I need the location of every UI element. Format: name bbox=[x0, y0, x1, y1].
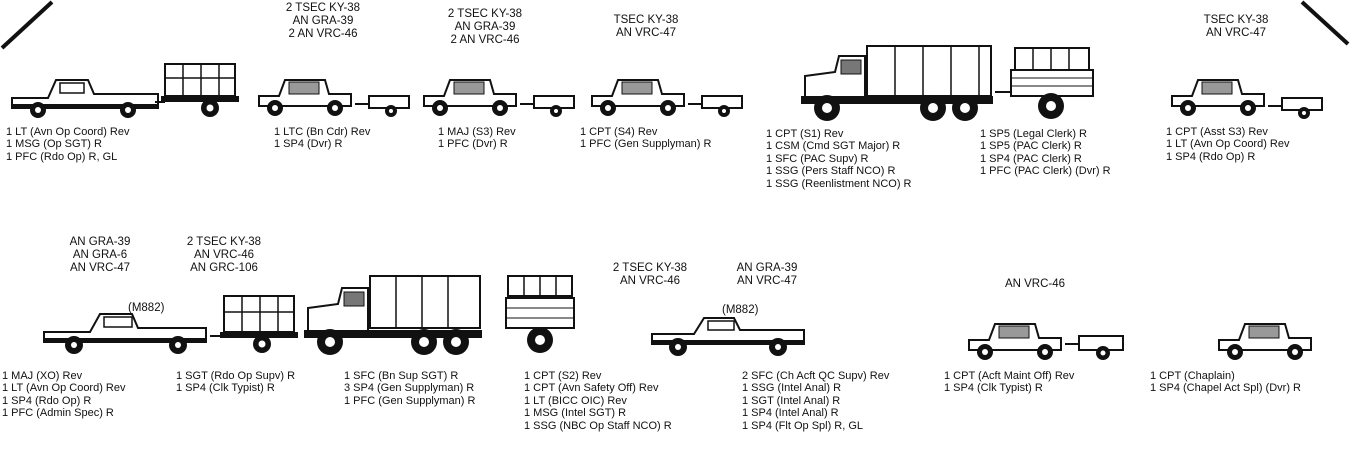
cargo-trailer-icon bbox=[995, 44, 1095, 124]
jeep-icon bbox=[1215, 316, 1315, 364]
pickup-truck-icon bbox=[648, 312, 808, 360]
roster-s1-officers: 1 CPT (S1) Rev 1 CSM (Cmd SGT Major) R 1… bbox=[766, 128, 911, 190]
small-trailer-icon bbox=[355, 90, 413, 120]
jeep-icon bbox=[588, 72, 688, 120]
cargo-trailer-icon bbox=[502, 272, 578, 362]
roster-s3: 1 MAJ (S3) Rev 1 PFC (Dvr) R bbox=[438, 126, 516, 151]
jeep-icon bbox=[965, 316, 1065, 364]
roster-hq-avn-op: 1 LT (Avn Op Coord) Rev 1 MSG (Op SGT) R… bbox=[6, 126, 130, 163]
cargo-truck-icon bbox=[300, 272, 485, 362]
radio-list-s2: 2 TSEC KY-38 AN VRC-46 bbox=[600, 262, 700, 288]
cargo-truck-icon bbox=[795, 42, 995, 127]
roster-bn-cdr: 1 LTC (Bn Cdr) Rev 1 SP4 (Dvr) R bbox=[274, 126, 370, 151]
radio-list-asst-s3: TSEC KY-38 AN VRC-47 bbox=[1186, 14, 1286, 40]
pickup-truck-icon bbox=[8, 68, 163, 120]
radio-list-s2-b: AN GRA-39 AN VRC-47 bbox=[722, 262, 812, 288]
small-trailer-icon bbox=[1268, 92, 1326, 122]
jeep-icon bbox=[1168, 72, 1268, 120]
small-trailer-icon bbox=[1065, 330, 1127, 362]
radio-list-xo: AN GRA-39 AN GRA-6 AN VRC-47 bbox=[60, 236, 140, 274]
jeep-icon bbox=[420, 72, 520, 120]
radio-list-acft-maint: AN VRC-46 bbox=[990, 278, 1080, 291]
small-trailer-icon bbox=[688, 90, 746, 120]
roster-s2-intel: 2 SFC (Ch Acft QC Supv) Rev 1 SSG (Intel… bbox=[742, 370, 889, 432]
radio-list-xo-trailer: 2 TSEC KY-38 AN VRC-46 AN GRC-106 bbox=[174, 236, 274, 274]
roster-s1-clerks: 1 SP5 (Legal Clerk) R 1 SP5 (PAC Clerk) … bbox=[980, 128, 1111, 178]
roster-bn-sup: 1 SFC (Bn Sup SGT) R 3 SP4 (Gen Supplyma… bbox=[344, 370, 475, 407]
roster-s4: 1 CPT (S4) Rev 1 PFC (Gen Supplyman) R bbox=[580, 126, 711, 151]
radio-list-s4: TSEC KY-38 AN VRC-47 bbox=[596, 14, 696, 40]
cargo-trailer-icon bbox=[155, 58, 243, 120]
roster-asst-s3: 1 CPT (Asst S3) Rev 1 LT (Avn Op Coord) … bbox=[1166, 126, 1290, 163]
roster-s2: 1 CPT (S2) Rev 1 CPT (Avn Safety Off) Re… bbox=[524, 370, 672, 432]
roster-acft-maint: 1 CPT (Acft Maint Off) Rev 1 SP4 (Clk Ty… bbox=[944, 370, 1074, 395]
radio-list-bn-cdr: 2 TSEC KY-38 AN GRA-39 2 AN VRC-46 bbox=[268, 2, 378, 40]
corner-line-right bbox=[1300, 0, 1352, 50]
jeep-icon bbox=[255, 72, 355, 120]
cargo-trailer-icon bbox=[210, 290, 300, 358]
radio-list-s3: 2 TSEC KY-38 AN GRA-39 2 AN VRC-46 bbox=[430, 8, 540, 46]
roster-xo-rdo: 1 SGT (Rdo Op Supv) R 1 SP4 (Clk Typist)… bbox=[176, 370, 295, 395]
small-trailer-icon bbox=[520, 90, 578, 120]
corner-line-left bbox=[0, 0, 60, 50]
roster-xo: 1 MAJ (XO) Rev 1 LT (Avn Op Coord) Rev 1… bbox=[2, 370, 126, 420]
pickup-truck-icon bbox=[40, 308, 210, 358]
roster-chaplain: 1 CPT (Chaplain) 1 SP4 (Chapel Act Spl) … bbox=[1150, 370, 1301, 395]
